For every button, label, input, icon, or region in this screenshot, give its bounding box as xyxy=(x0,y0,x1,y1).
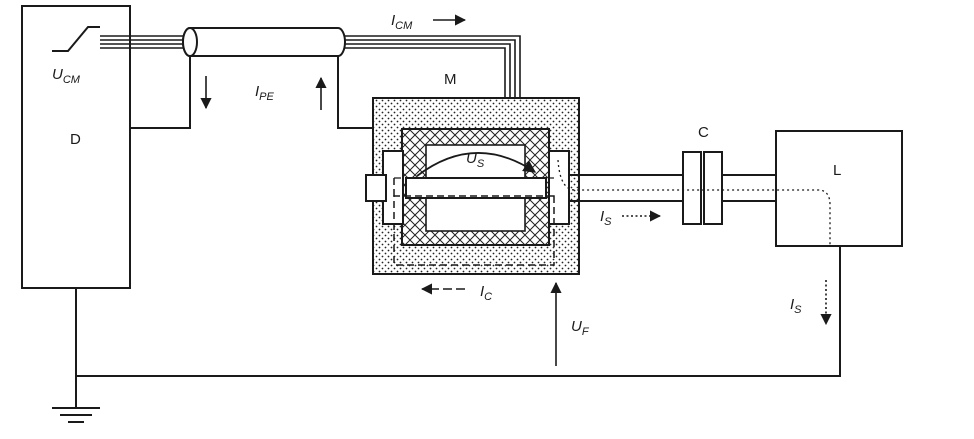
motor xyxy=(365,97,580,275)
label-ipe: IPE xyxy=(255,83,275,103)
label-ucm: UCM xyxy=(52,66,81,86)
label-m: M xyxy=(444,71,457,88)
power-cable xyxy=(100,27,521,98)
label-us: US xyxy=(466,150,485,170)
shaft xyxy=(569,174,776,202)
label-d: D xyxy=(70,131,81,148)
ground-symbol-icon xyxy=(52,407,100,423)
label-is-return: IS xyxy=(790,296,802,316)
label-is-shaft: IS xyxy=(600,208,612,228)
label-icm: ICM xyxy=(391,12,413,32)
current-arrows xyxy=(200,14,832,366)
ground-return xyxy=(75,246,841,408)
shaft-current-path xyxy=(557,159,831,246)
pe-wires xyxy=(130,56,373,129)
label-ic: IC xyxy=(480,283,492,303)
load-box xyxy=(775,130,903,247)
step-waveform-icon xyxy=(52,26,100,52)
label-c: C xyxy=(698,124,709,141)
coupling xyxy=(682,151,723,225)
label-l: L xyxy=(833,162,841,179)
label-uf: UF xyxy=(571,318,590,338)
